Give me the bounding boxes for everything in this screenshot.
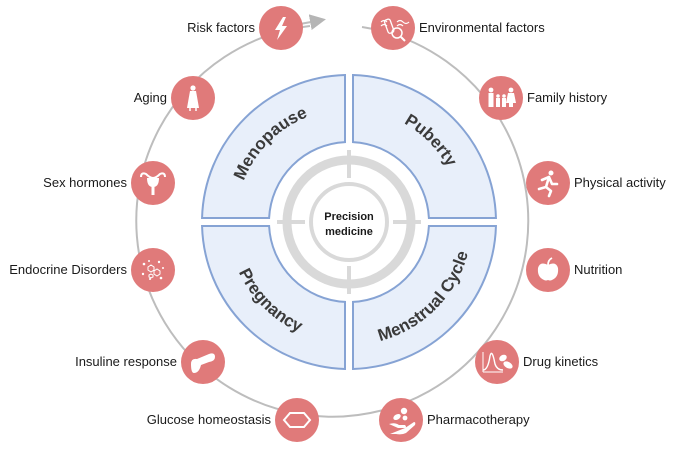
center-title-line1: Precision [324, 211, 374, 223]
quadrant-menstrual-cycle [351, 224, 497, 370]
target-icon [277, 150, 421, 294]
factor-badge [479, 76, 523, 120]
molecules-icon [141, 260, 164, 280]
factor-sex-hormones [131, 161, 175, 205]
factor-label-endocrine-disorders: Endocrine Disorders [9, 262, 127, 277]
factor-aging [171, 76, 215, 120]
pancreas-icon [191, 353, 215, 373]
factor-physical-activity [526, 161, 570, 205]
factor-family-history [479, 76, 523, 120]
factor-badge [131, 248, 175, 292]
factor-label-risk-factors: Risk factors [187, 20, 255, 35]
factor-pharmacotherapy [379, 398, 423, 442]
environment-magnifier-icon [380, 18, 410, 42]
family-icon [488, 87, 516, 107]
factor-glucose-homeostasis [275, 398, 319, 442]
hand-pills-icon [389, 407, 416, 435]
factor-drug-kinetics [475, 340, 519, 384]
quadrant-puberty [351, 74, 497, 220]
quadrant-pregnancy [201, 224, 347, 370]
factor-badge [379, 398, 423, 442]
orbit-path [135, 25, 530, 418]
factor-risk-factors [259, 6, 303, 50]
factor-label-physical-activity: Physical activity [574, 175, 666, 190]
pk-curve-pills-icon [482, 352, 513, 373]
elderly-person-icon [187, 85, 199, 111]
factor-label-environmental-factors: Environmental factors [419, 20, 545, 35]
factor-label-nutrition: Nutrition [574, 262, 623, 277]
factor-icons [131, 6, 570, 442]
factor-label-sex-hormones: Sex hormones [43, 175, 127, 190]
factor-label-insuline-response: Insuline response [75, 354, 177, 369]
center-title-line2: medicine [325, 226, 373, 238]
factor-label-pharmacotherapy: Pharmacotherapy [427, 412, 530, 427]
apple-icon [537, 257, 559, 281]
running-person-icon [537, 170, 559, 198]
orbit-arrow [299, 14, 326, 31]
hexagon-icon [282, 412, 312, 428]
factor-nutrition [526, 248, 570, 292]
factor-label-drug-kinetics: Drug kinetics [523, 354, 599, 369]
quadrant-menopause [201, 74, 347, 220]
factor-endocrine-disorders [131, 248, 175, 292]
factor-environmental-factors [371, 6, 415, 50]
factor-badge [475, 340, 519, 384]
factor-label-aging: Aging [133, 90, 167, 105]
factor-insuline-response [181, 340, 225, 384]
factor-badge [275, 398, 319, 442]
factor-label-glucose-homeostasis: Glucose homeostasis [146, 412, 271, 427]
uterus-icon [140, 172, 166, 195]
lightning-icon [275, 17, 287, 40]
factor-label-family-history: Family history [527, 90, 608, 105]
